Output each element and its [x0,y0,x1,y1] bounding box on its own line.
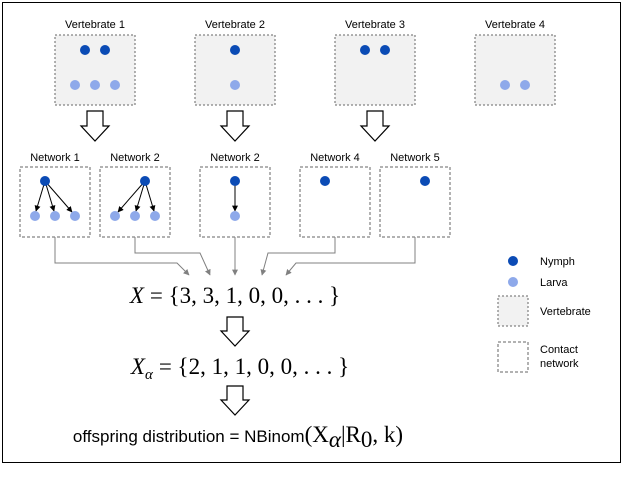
nymph-dot [100,45,110,55]
nymph-dot [40,176,50,186]
legend-nymph-label: Nymph [540,256,575,268]
x-alpha-equation: Xα= {2, 1, 1, 0, 0, . . . } [130,354,349,383]
network-5-label: Network 5 [390,152,440,164]
x-equation: X= {3, 3, 1, 0, 0, . . . } [129,283,340,308]
nymph-dot [230,45,240,55]
connector-line [54,237,190,276]
block-arrow-down [219,385,251,416]
block-arrow-down [219,316,251,347]
larva-dot [110,211,120,221]
larva-dot [500,80,510,90]
nymph-dot [230,176,240,186]
larva-dot [520,80,530,90]
legend-nymph-dot [508,256,518,266]
vertebrate-box-1 [54,34,136,106]
larva-dot [50,211,60,221]
larva-dot [70,80,80,90]
connector-line [134,237,211,276]
contact-edge [144,180,156,212]
block-arrow-down [219,110,251,142]
block-arrow-down [79,110,111,142]
network-4-label: Network 4 [310,152,360,164]
block-arrow-down [359,110,391,142]
nymph-dot [80,45,90,55]
network-box-5 [379,166,451,238]
offspring-distribution: offspring distribution = NBinom(Xα|R0, k… [73,422,403,452]
network-2b-label: Network 2 [210,152,260,164]
contact-edge [44,180,56,212]
vertebrate-4-label: Vertebrate 4 [485,19,545,31]
nymph-dot [360,45,370,55]
larva-dot [150,211,160,221]
network-2a-label: Network 2 [110,152,160,164]
nymph-dot [320,176,330,186]
legend-contact-label-1: Contact [540,344,578,356]
larva-dot [70,211,80,221]
vertebrate-1-label: Vertebrate 1 [65,19,125,31]
connector-line [285,237,416,276]
legend-vertebrate-label: Vertebrate [540,306,591,318]
nymph-dot [380,45,390,55]
larva-dot [110,80,120,90]
larva-dot [230,211,240,221]
diagram-frame [2,2,621,463]
legend-larva-dot [508,277,518,287]
legend-vertebrate-swatch [497,295,529,327]
legend-contact-label-2: network [540,358,579,370]
contact-edge [34,180,46,212]
legend-larva-label: Larva [540,277,568,289]
network-1-label: Network 1 [30,152,80,164]
larva-dot [90,80,100,90]
vertebrate-box-3 [334,34,416,106]
vertebrate-3-label: Vertebrate 3 [345,19,405,31]
connector-line [260,237,336,276]
legend-contact-swatch [497,341,529,373]
nymph-dot [420,176,430,186]
network-box-2a [99,166,171,238]
larva-dot [230,80,240,90]
larva-dot [130,211,140,221]
vertebrate-2-label: Vertebrate 2 [205,19,265,31]
contact-edge [117,180,146,213]
network-box-1 [19,166,91,238]
network-box-4 [299,166,371,238]
contact-edge [44,180,73,213]
vertebrate-box-4 [474,34,556,106]
nymph-dot [140,176,150,186]
larva-dot [30,211,40,221]
contact-edge [134,180,146,212]
